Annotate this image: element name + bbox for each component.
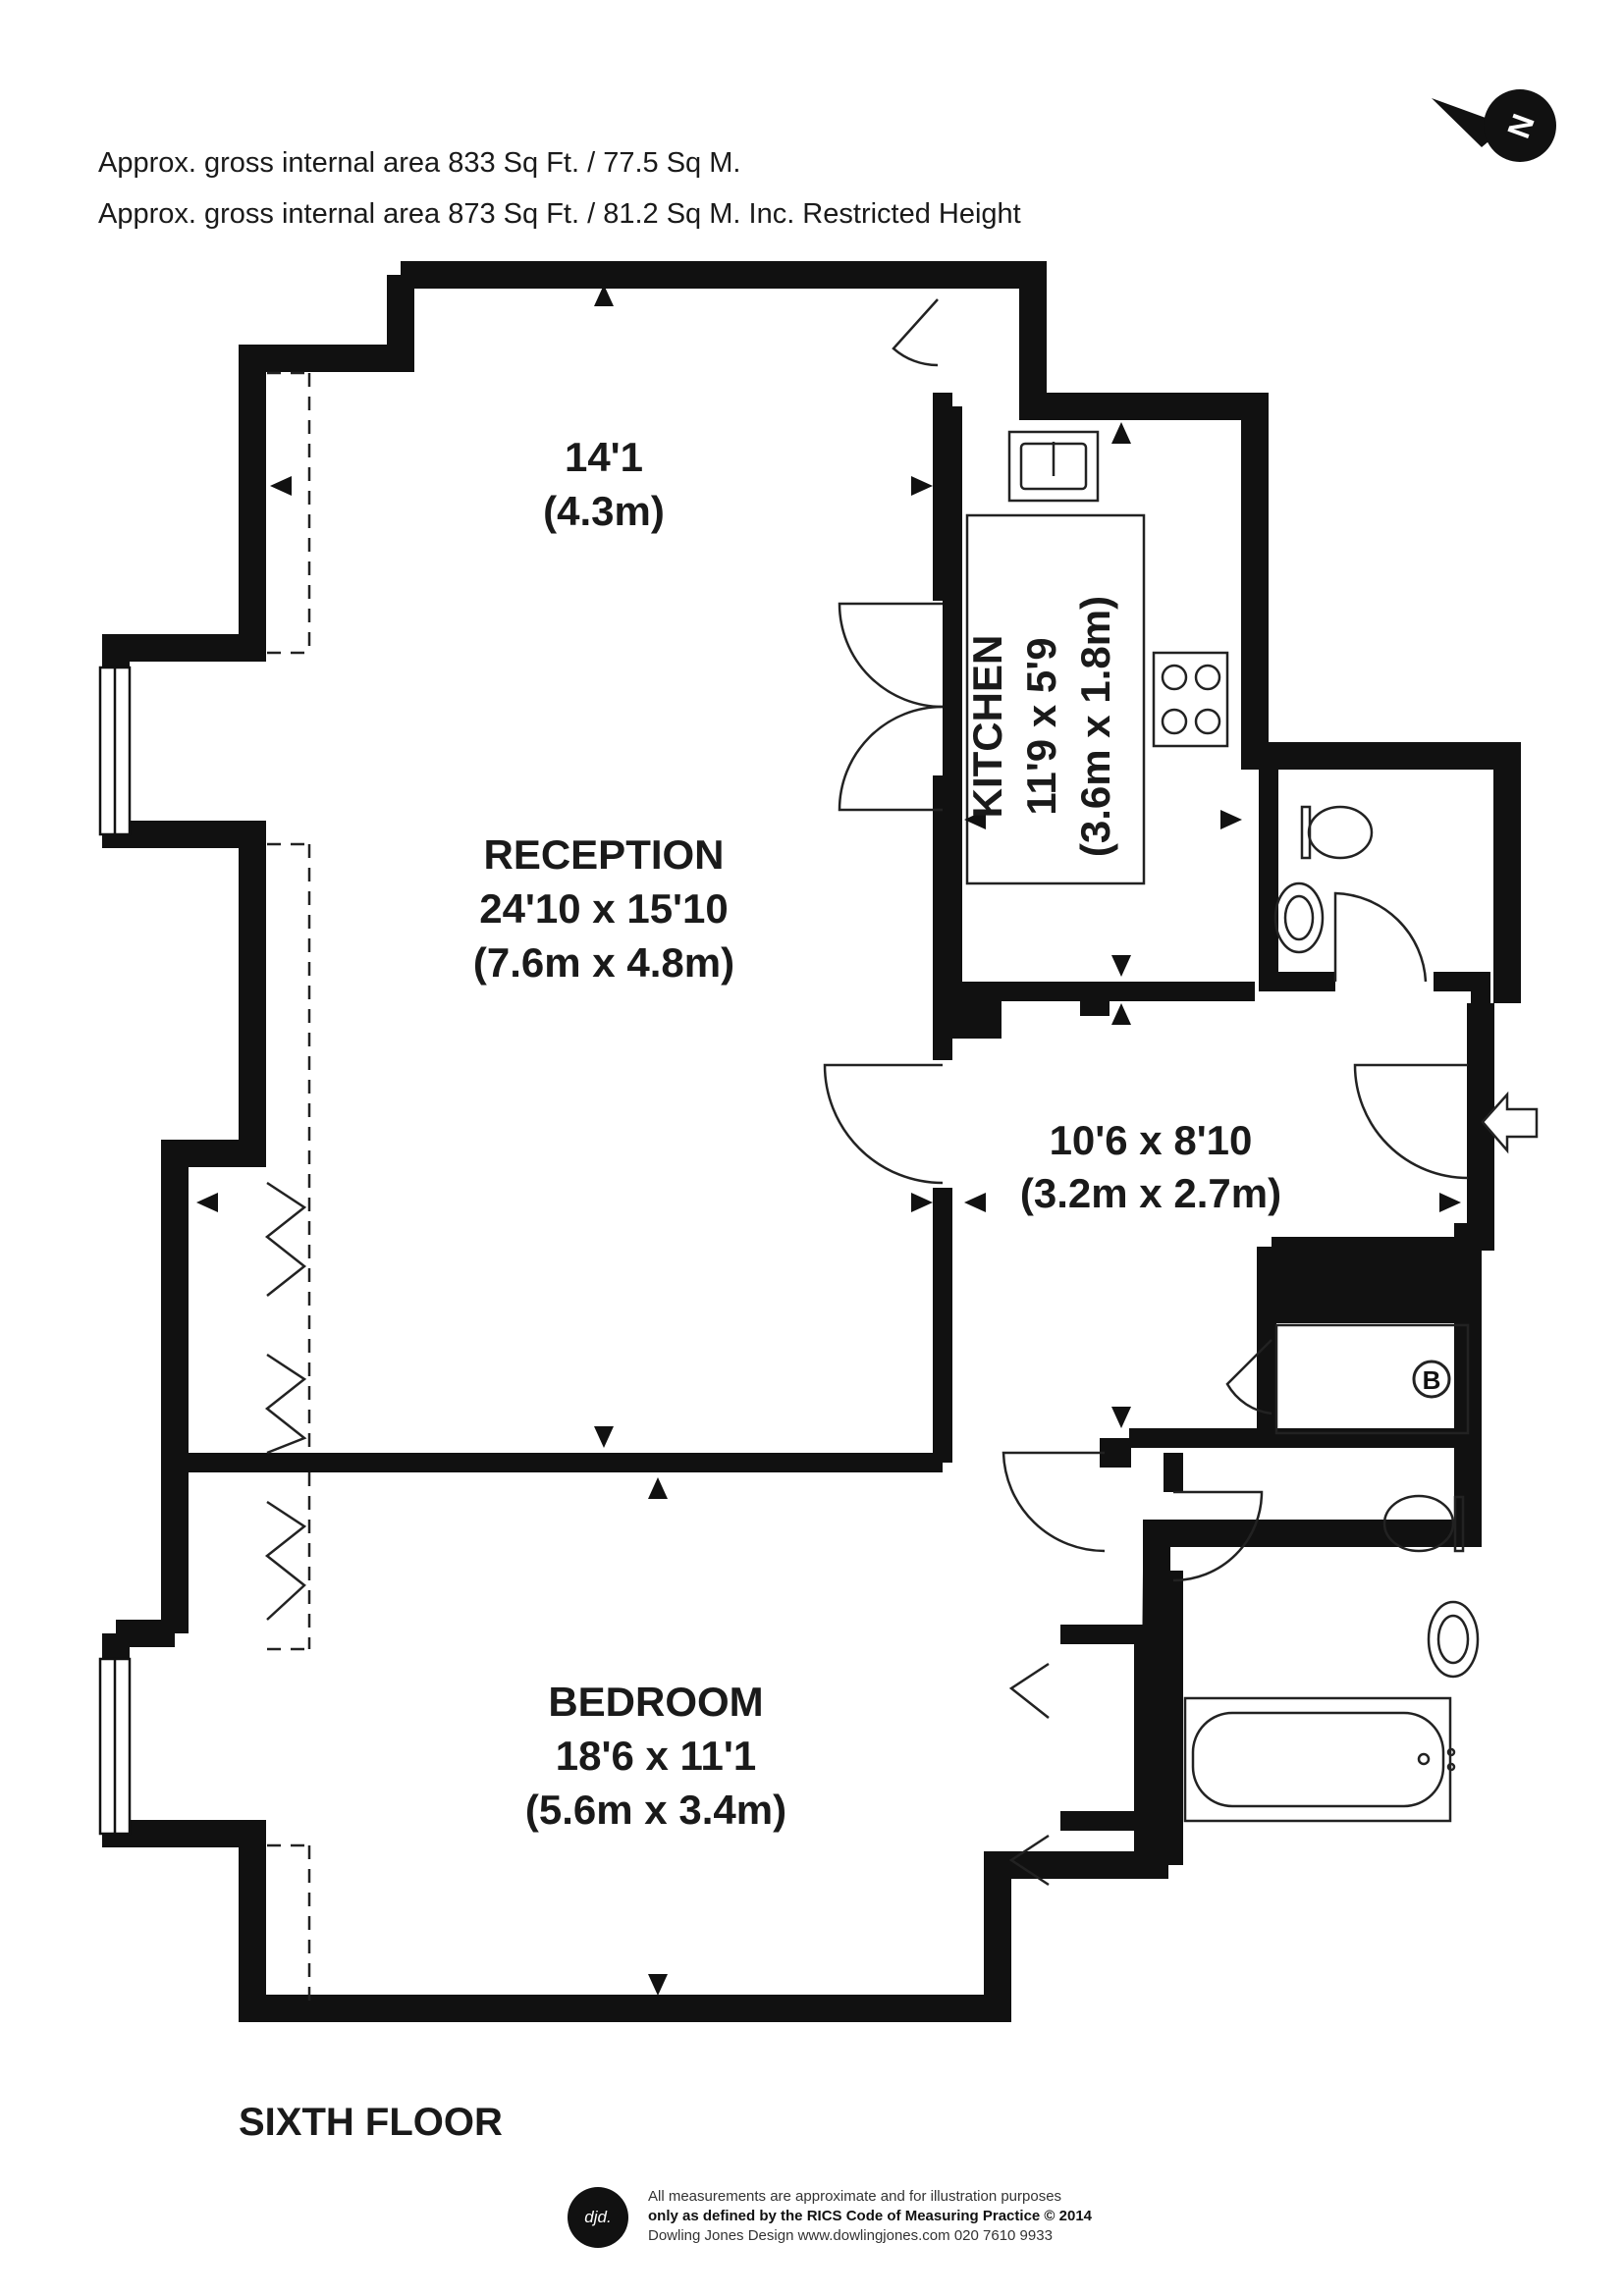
door-swings <box>823 298 1469 1582</box>
north-compass-icon: N <box>1432 89 1556 162</box>
reception-name: RECEPTION <box>483 831 724 878</box>
bedroom-metric: (5.6m x 3.4m) <box>525 1787 786 1833</box>
reception-label: RECEPTION 24'10 x 15'10 (7.6m x 4.8m) <box>473 831 734 986</box>
hall-imperial: 10'6 x 8'10 <box>1050 1117 1253 1163</box>
bathroom-toilet-icon <box>1382 1494 1465 1553</box>
window-reception <box>98 666 132 836</box>
entrance-arrow-icon <box>1481 1091 1539 1154</box>
disclaimer: All measurements are approximate and for… <box>648 2187 1198 2246</box>
boiler-cupboard <box>1274 1323 1470 1435</box>
kitchen-counter <box>965 430 1146 885</box>
kitchen-metric: (3.6m x 1.8m) <box>1072 596 1118 857</box>
kitchen-imperial: 11'9 x 5'9 <box>1018 637 1064 815</box>
wardrobe-doors-left <box>264 1181 1050 1887</box>
solid-wall-blocks <box>236 991 1481 1468</box>
bedroom-label: BEDROOM 18'6 x 11'1 (5.6m x 3.4m) <box>525 1679 786 1833</box>
reception-imperial: 24'10 x 15'10 <box>479 885 729 932</box>
disclaimer-line-2: only as defined by the RICS Code of Meas… <box>648 2208 1093 2224</box>
walls <box>102 261 1521 2022</box>
restricted-height-lines <box>267 371 311 2002</box>
gross-area-restricted-line: Approx. gross internal area 873 Sq Ft. /… <box>98 198 1021 230</box>
bathtub-icon <box>1183 1696 1456 1823</box>
bedroom-name: BEDROOM <box>548 1679 763 1725</box>
bathroom-basin-icon <box>1427 1600 1480 1679</box>
disclaimer-line-1: All measurements are approximate and for… <box>648 2188 1062 2205</box>
measurement-arrows <box>196 285 1461 1996</box>
basin-icon <box>1273 881 1325 954</box>
hob-icon <box>1152 651 1229 748</box>
kitchen-label: KITCHEN 11'9 x 5'9 (3.6m x 1.8m) <box>964 596 1118 857</box>
toilet-icon <box>1300 805 1374 860</box>
hall-label: 10'6 x 8'10 (3.2m x 2.7m) <box>1020 1117 1281 1216</box>
reception-upper-dimension: 14'1 (4.3m) <box>543 434 665 534</box>
company-logo: djd. <box>568 2187 628 2248</box>
hall-metric: (3.2m x 2.7m) <box>1020 1170 1281 1216</box>
gross-area-line: Approx. gross internal area 833 Sq Ft. /… <box>98 147 741 179</box>
reception-width-metric: (4.3m) <box>543 488 665 534</box>
boiler-label: B <box>1423 1365 1441 1395</box>
bedroom-imperial: 18'6 x 11'1 <box>556 1733 757 1779</box>
kitchen-name: KITCHEN <box>964 635 1010 819</box>
reception-metric: (7.6m x 4.8m) <box>473 939 734 986</box>
window-bedroom <box>98 1657 132 1836</box>
reception-width-imperial: 14'1 <box>565 434 643 480</box>
floor-label: SIXTH FLOOR <box>239 2101 503 2144</box>
disclaimer-line-3: Dowling Jones Design www.dowlingjones.co… <box>648 2227 1053 2244</box>
internal-walls <box>175 393 1490 1865</box>
